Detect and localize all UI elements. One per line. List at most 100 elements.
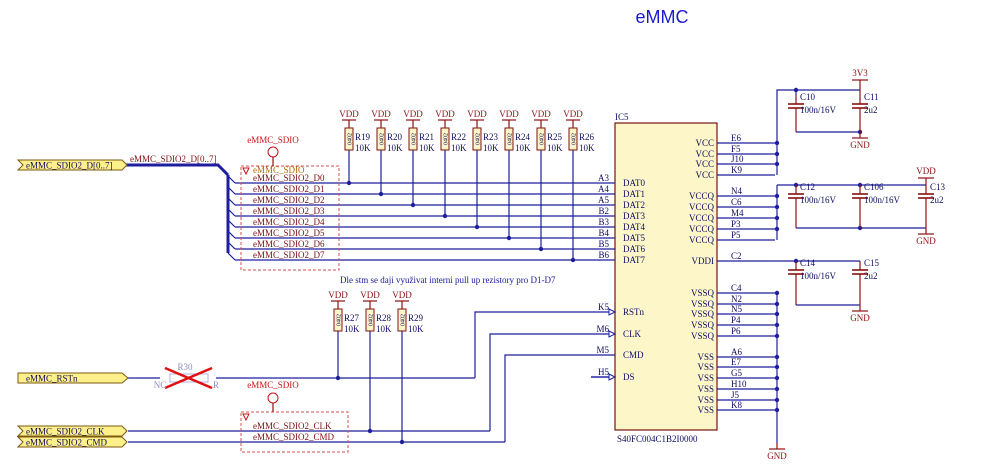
resistor-ref: R23 (483, 132, 499, 142)
pin-number: K9 (731, 165, 742, 175)
bus-wire (122, 163, 230, 177)
pin-number: P5 (731, 230, 741, 240)
pin-name: VCC (695, 159, 714, 169)
pin-number: A4 (598, 184, 609, 194)
pin-name: CLK (623, 329, 642, 339)
pin-name: DAT2 (623, 200, 645, 210)
wire (776, 89, 860, 143)
pin-number: J5 (731, 390, 740, 400)
junction-dot (774, 151, 780, 157)
pin-number: P3 (731, 219, 741, 229)
vdd-label: VDD (371, 109, 391, 119)
pin-name: VSS (697, 362, 714, 372)
junction-dot (774, 161, 780, 167)
resistor-package: 0402 (572, 133, 578, 145)
pin-name: VSSQ (691, 331, 715, 341)
resistor-value: 10K (355, 143, 371, 153)
resistor-value: 10K (419, 143, 435, 153)
sheet-title: eMMC (636, 7, 689, 27)
rst-wire (474, 311, 591, 378)
bus-entry (227, 175, 236, 184)
port-symbol (17, 372, 129, 384)
ic-part-number: S40FC004C1B2I0000 (617, 434, 698, 444)
r30-r: R (213, 380, 219, 390)
clk-wire (489, 333, 591, 431)
resistor-package: 0402 (508, 133, 514, 145)
harness-marker (267, 146, 279, 158)
vdd-label: VDD (435, 109, 455, 119)
harness-title: eMMC_SDIO (247, 135, 299, 145)
data-net-label: eMMC_SDIO2_D4 (253, 217, 325, 227)
pin-number: E7 (731, 357, 741, 367)
resistor-body (472, 127, 482, 151)
pin-name: VCCQ (689, 224, 715, 234)
resistor-package: 0402 (476, 133, 482, 145)
vdd-label: VDD (339, 109, 359, 119)
resistor-value: 10K (376, 324, 392, 334)
capacitor-ref: C106 (864, 182, 884, 192)
bus-entry (227, 241, 236, 250)
junction-dot (774, 140, 780, 146)
capacitor-value: 2u2 (930, 195, 944, 205)
vdd-label: VDD (916, 166, 936, 176)
port-symbol (16, 425, 128, 437)
cmd-wire (504, 354, 591, 442)
capacitor-value: 100n/16V (864, 195, 901, 205)
junction-dot (399, 439, 405, 445)
resistor-package: 0402 (444, 133, 450, 145)
pin-name: VSS (697, 373, 714, 383)
junction-dot (774, 290, 780, 296)
capacitor-ref: C13 (930, 182, 946, 192)
pin-name: VCCQ (689, 202, 715, 212)
pin-name: VDDI (692, 256, 715, 266)
harness-title: eMMC_SDIO (247, 380, 299, 390)
pin-number: N2 (731, 294, 742, 304)
resistor-body (504, 127, 514, 151)
vdd-label: VDD (467, 109, 487, 119)
resistor-package: 0402 (380, 133, 386, 145)
resistor-body (333, 308, 343, 332)
resistor-body (440, 127, 450, 151)
pin-arrow (608, 308, 617, 316)
data-net-label: eMMC_SDIO2_D1 (253, 184, 325, 194)
pin-name: VSS (697, 384, 714, 394)
capacitor-ref: C12 (800, 182, 815, 192)
bus-entry (227, 197, 236, 206)
junction-dot (774, 226, 780, 232)
gnd-label: GND (850, 313, 870, 323)
pin-number: K8 (731, 400, 742, 410)
3v3-label: 3V3 (852, 68, 868, 78)
junction-dot (774, 354, 780, 360)
resistor-body (568, 127, 578, 151)
pin-number: A3 (598, 173, 609, 183)
ctrl-net-label: eMMC_SDIO2_CLK (253, 421, 332, 431)
resistor-package: 0402 (337, 314, 343, 326)
vdd-label: VDD (392, 290, 412, 300)
junction-dot (367, 428, 373, 434)
junction-dot (774, 397, 780, 403)
pin-name: VSS (697, 405, 714, 415)
pin-arrow (608, 373, 617, 381)
pin-name: DAT5 (623, 233, 645, 243)
pin-number: N4 (731, 186, 742, 196)
data-net-label: eMMC_SDIO2_D6 (253, 239, 325, 249)
capacitor-ref: C14 (800, 258, 816, 268)
resistor-ref: R24 (515, 132, 531, 142)
harness-box (240, 411, 349, 453)
capacitor-ref: C15 (864, 258, 880, 268)
pin-number: F5 (731, 144, 741, 154)
harness-marker (267, 392, 279, 404)
junction-dot (774, 301, 780, 307)
pin-name: DAT6 (623, 244, 645, 254)
resistor-ref: R25 (547, 132, 563, 142)
resistor-value: 10K (579, 143, 595, 153)
pin-name: DAT4 (623, 222, 645, 232)
capacitor-ref: C10 (800, 92, 816, 102)
capacitor-value: 100n/16V (800, 271, 837, 281)
pin-name: DS (623, 372, 635, 382)
data-net-label: eMMC_SDIO2_D2 (253, 195, 325, 205)
resistor-ref: R20 (387, 132, 403, 142)
pin-number: M6 (596, 324, 609, 334)
